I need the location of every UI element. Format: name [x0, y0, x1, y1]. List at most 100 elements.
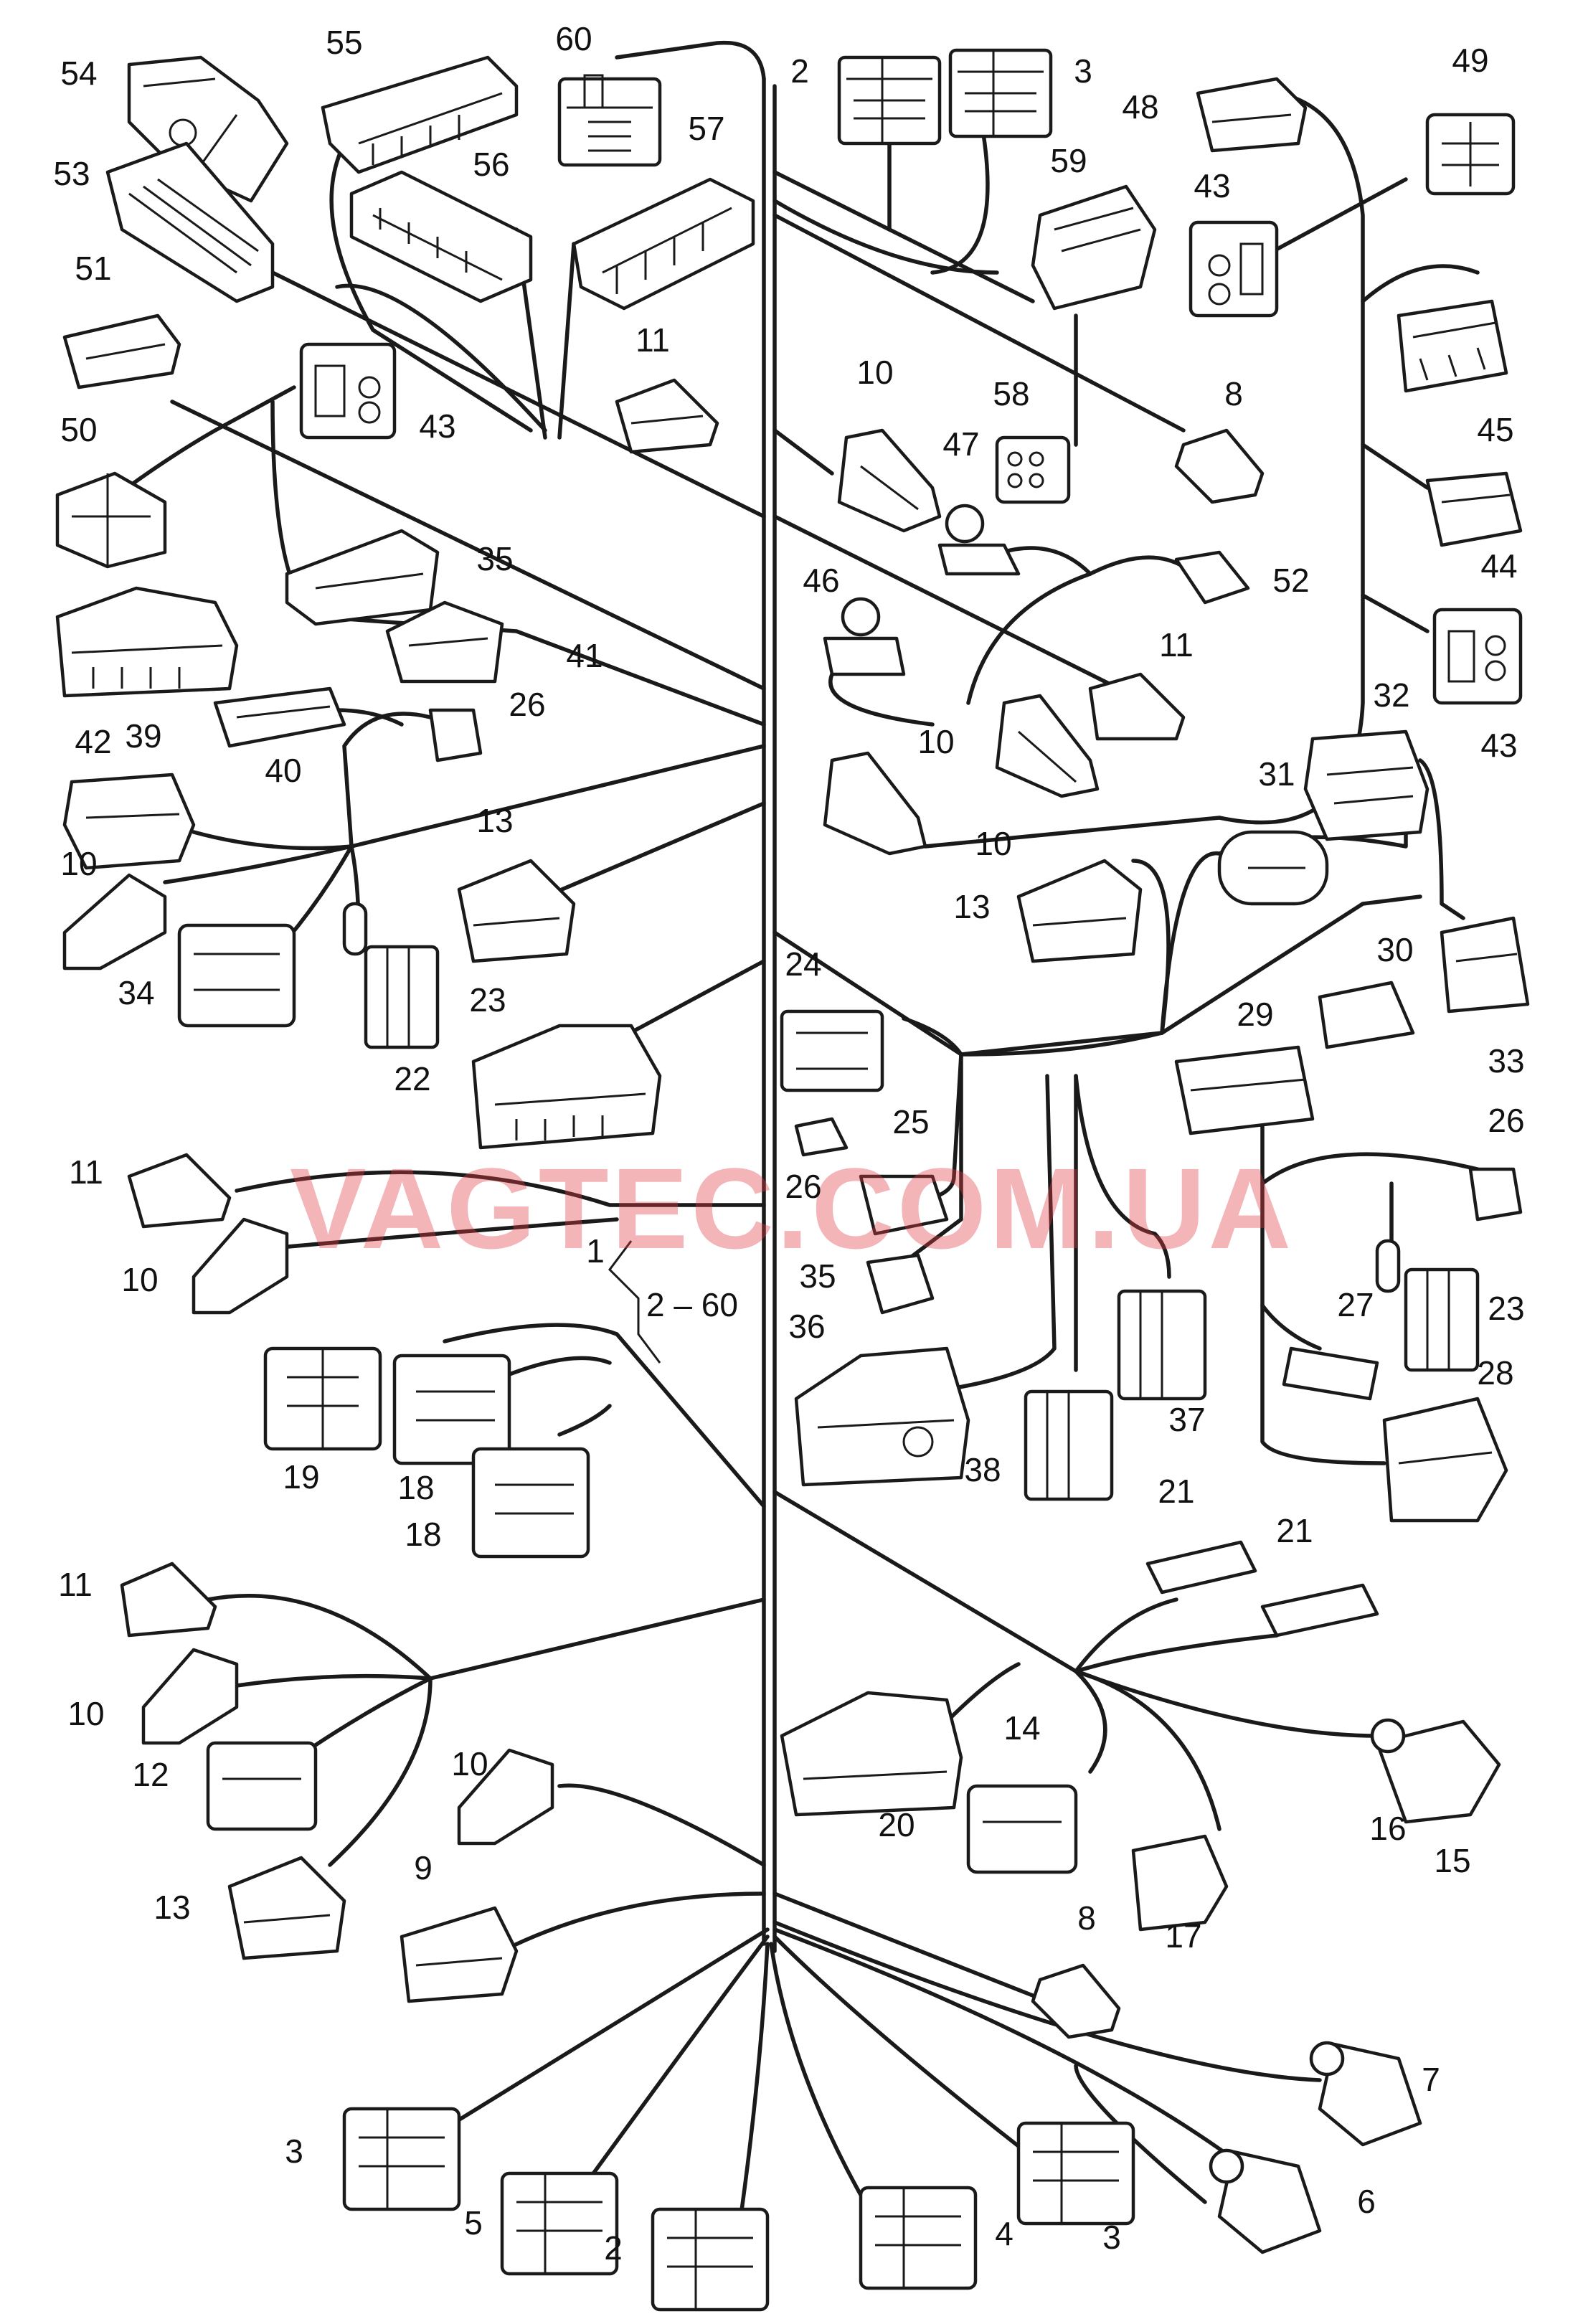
connector-12	[206, 1741, 318, 1831]
connector-36	[794, 1346, 970, 1487]
callout-c33: 33	[1488, 1042, 1524, 1080]
connector-57	[572, 177, 755, 311]
callout-c53: 53	[53, 155, 90, 192]
callout-c8a: 8	[1224, 375, 1243, 412]
connector-8-top	[1174, 428, 1265, 504]
callout-c13a: 13	[476, 802, 513, 839]
callout-c8b: 8	[1077, 1899, 1096, 1937]
callout-c16: 16	[1369, 1810, 1406, 1847]
callout-c11b: 11	[1159, 626, 1194, 663]
connector-10-center	[995, 694, 1100, 798]
callout-c2b: 2	[604, 2229, 623, 2267]
connector-25	[794, 1117, 849, 1157]
connector-20	[780, 1691, 963, 1817]
callout-c44: 44	[1480, 547, 1517, 585]
callout-c10a: 10	[856, 354, 893, 391]
callout-c47: 47	[942, 425, 979, 463]
connector-10-left	[62, 873, 167, 970]
connector-54	[127, 55, 289, 203]
connector-2-top	[837, 55, 942, 146]
callout-c42: 42	[75, 723, 111, 760]
connector-34	[177, 923, 296, 1028]
connector-33	[1440, 916, 1530, 1014]
callout-c11c: 11	[69, 1153, 103, 1191]
connector-3-top	[948, 48, 1053, 138]
callout-c57: 57	[688, 110, 724, 147]
callout-c31: 31	[1258, 755, 1295, 793]
callout-c29: 29	[1237, 996, 1273, 1033]
connector-55	[321, 55, 519, 174]
callout-c11d: 11	[58, 1566, 93, 1603]
callout-c18a: 18	[397, 1469, 434, 1506]
connector-10-mid	[823, 751, 927, 856]
connector-35-center	[866, 1253, 935, 1315]
callout-c1: 1	[586, 1232, 605, 1270]
callout-c40: 40	[265, 752, 301, 789]
callout-c7: 7	[1422, 2061, 1440, 2098]
callout-c21a: 21	[1158, 1473, 1194, 1510]
connector-51	[62, 313, 181, 389]
callout-c27: 27	[1337, 1286, 1374, 1323]
callout-c19: 19	[283, 1458, 319, 1496]
callout-c43a: 43	[1194, 167, 1230, 204]
callout-c5: 5	[464, 2204, 483, 2242]
connector-13-lower	[227, 1856, 346, 1960]
callout-c10d: 10	[60, 845, 97, 882]
callout-c10f: 10	[67, 1695, 104, 1732]
connector-58	[995, 435, 1071, 504]
connector-26-top	[428, 708, 483, 762]
callout-c13b: 13	[953, 888, 990, 925]
callout-c2a: 2	[790, 52, 809, 90]
connector-6	[1209, 2148, 1322, 2254]
connector-30	[1318, 981, 1415, 1049]
connector-27	[1282, 1346, 1379, 1401]
callout-c23b: 23	[1488, 1290, 1524, 1327]
connector-41	[385, 600, 504, 684]
connector-17	[1131, 1834, 1229, 1932]
connector-23-mid	[342, 902, 440, 1049]
connector-28	[1382, 1397, 1508, 1523]
callout-c10g: 10	[451, 1745, 488, 1782]
connector-45	[1397, 299, 1508, 393]
connector-11-lower	[120, 1562, 217, 1638]
callout-c13c: 13	[153, 1889, 190, 1926]
connector-21-right	[1260, 1583, 1379, 1638]
connector-2-bottom	[651, 2207, 770, 2312]
connector-14	[966, 1784, 1078, 1874]
connector-53	[105, 141, 275, 303]
callout-c21b: 21	[1276, 1512, 1313, 1549]
connector-31	[1217, 830, 1329, 906]
callout-c23a: 23	[469, 981, 506, 1019]
callout-c41: 41	[566, 637, 603, 674]
connector-39	[62, 773, 196, 870]
connector-48	[1196, 77, 1308, 153]
connector-59	[1031, 184, 1157, 311]
connector-10-top	[837, 428, 942, 533]
connector-7	[1309, 2041, 1422, 2147]
connector-11-top	[615, 378, 719, 454]
connector-42	[55, 586, 239, 698]
callout-c59: 59	[1050, 142, 1087, 179]
callout-c26b: 26	[1488, 1102, 1524, 1139]
callout-c3b: 3	[285, 2132, 303, 2170]
connector-22	[471, 1024, 662, 1150]
callout-c36: 36	[788, 1308, 825, 1345]
connector-35-top	[285, 529, 440, 626]
connector-23-right	[1375, 1239, 1480, 1372]
connector-56	[349, 170, 533, 303]
callout-c15: 15	[1434, 1842, 1470, 1879]
callout-c55: 55	[326, 24, 362, 61]
connector-18-top	[392, 1354, 511, 1465]
callout-c35a: 35	[476, 540, 513, 577]
callout-c26a: 26	[509, 686, 545, 723]
callout-c50: 50	[60, 411, 97, 448]
connector-24	[780, 1009, 884, 1092]
connector-13-mid	[457, 859, 576, 963]
callout-c10c: 10	[975, 825, 1011, 862]
connector-10-lower-mid	[457, 1748, 554, 1846]
connector-10-lower-left	[141, 1648, 239, 1745]
callout-c25: 25	[892, 1103, 929, 1140]
callout-c46: 46	[803, 562, 839, 599]
